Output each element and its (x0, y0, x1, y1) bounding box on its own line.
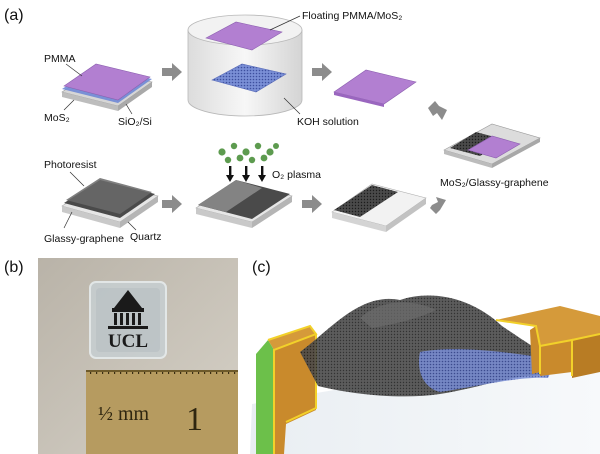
stack-etched (331, 183, 427, 232)
panel-b: (b) UCL ½ mm 1 (4, 258, 238, 454)
label-koh: KOH solution (297, 116, 359, 128)
label-result: MoS₂/Glassy-graphene (440, 177, 549, 189)
left-electrode (256, 324, 318, 454)
arrow-4 (162, 195, 182, 213)
panel-a: (a) PMMA MoS₂ SiO₂/Si Floating PMMA/MoS₂… (4, 7, 549, 245)
stack-pmma-mos2 (61, 63, 153, 111)
label-o2plasma: O₂ plasma (272, 169, 321, 181)
panel-b-label: (b) (4, 259, 24, 276)
plasma-arrows (226, 166, 266, 182)
label-floating: Floating PMMA/MoS₂ (302, 10, 402, 22)
label-sio2si: SiO₂/Si (118, 116, 152, 128)
label-glassy: Glassy-graphene (44, 233, 124, 245)
ucl-logo-text: UCL (108, 331, 148, 352)
arrow-2 (312, 63, 332, 81)
plasma-particles (218, 142, 279, 164)
koh-beaker (187, 14, 303, 117)
glass-chip: UCL (89, 281, 167, 359)
arrow-1 (162, 63, 182, 81)
stack-patterned (195, 180, 293, 228)
panel-c: (c) (250, 259, 600, 454)
arrow-5 (302, 195, 322, 213)
ucl-logo (108, 290, 148, 329)
label-mos2: MoS₂ (44, 112, 70, 124)
label-quartz: Quartz (130, 231, 162, 243)
mos2-glassy-graphene-mesh (300, 295, 556, 397)
result-stack (443, 123, 541, 168)
arrow-6 (430, 197, 446, 214)
panel-a-label: (a) (4, 7, 24, 24)
pmma-mos2-film (333, 69, 417, 107)
ruler: ½ mm 1 (86, 370, 238, 454)
panel-c-label: (c) (252, 259, 271, 276)
ruler-digit: 1 (186, 401, 203, 438)
ruler-text: ½ mm (98, 403, 150, 425)
stack-glassy-graphene (61, 178, 159, 228)
label-photoresist: Photoresist (44, 159, 97, 171)
right-electrode (495, 306, 600, 378)
label-pmma: PMMA (44, 53, 76, 65)
arrow-3 (428, 101, 447, 120)
